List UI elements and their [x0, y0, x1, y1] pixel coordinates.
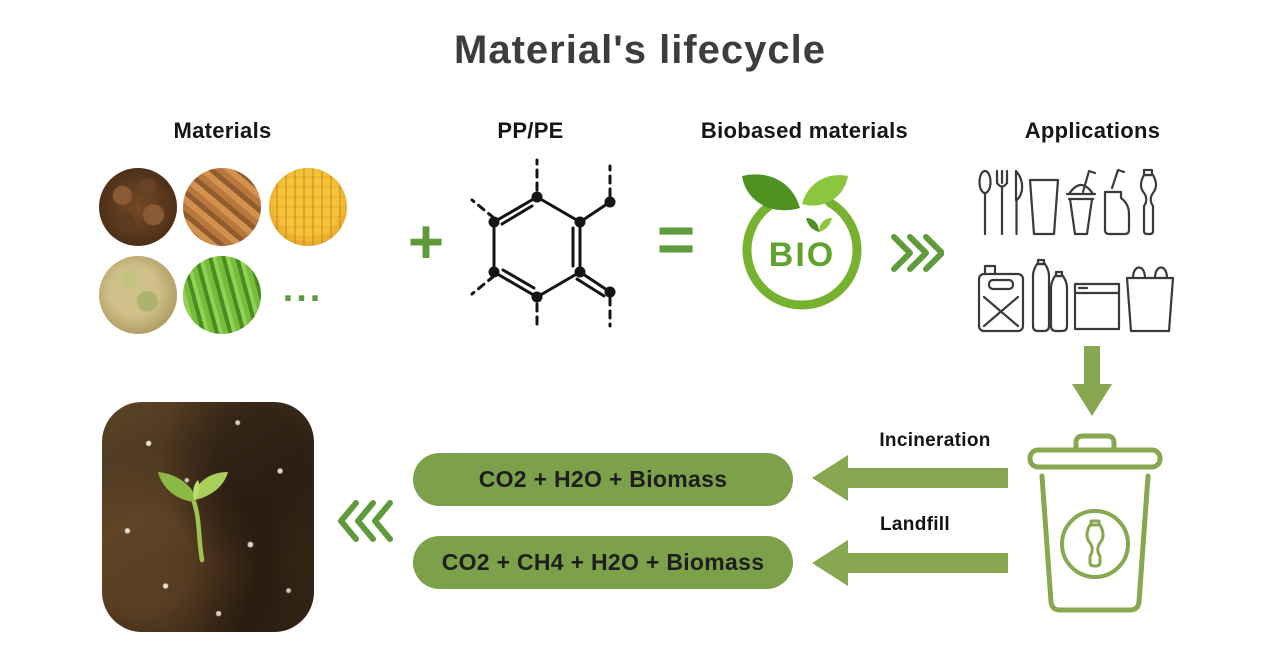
jerry-can-icon — [977, 264, 1025, 333]
bio-circle-stroke — [742, 197, 862, 310]
seedling-soil-photo — [102, 402, 314, 632]
bio-logo-text: BIO — [769, 236, 835, 274]
sprout-leaf-icon — [806, 218, 819, 232]
bio-logo-icon: BIO — [742, 174, 862, 310]
cocoa-beans-photo — [99, 168, 177, 246]
incineration-arrow-icon — [812, 455, 1008, 501]
juice-jug-icon — [1103, 168, 1131, 236]
fork-icon — [995, 169, 1009, 236]
takeaway-cup-icon — [1065, 169, 1097, 236]
sprout-leaf-icon — [819, 218, 832, 232]
applications-header: Applications — [1024, 118, 1161, 143]
bond-dashes — [470, 158, 612, 330]
cup-icon — [1028, 178, 1060, 236]
seedling-icon — [158, 472, 228, 563]
grass-photo — [183, 256, 261, 334]
plus-operator: + — [407, 208, 445, 277]
equals-operator: = — [656, 202, 696, 276]
bin-handle — [1073, 433, 1117, 453]
landfill-label: Landfill — [880, 514, 950, 535]
pouch-icon — [1073, 282, 1121, 331]
recycling-bin-icon — [1027, 433, 1163, 613]
water-bottle-icon — [1139, 168, 1158, 236]
incineration-label: Incineration — [879, 430, 991, 451]
corn-photo — [269, 168, 347, 246]
biobased-header: Biobased materials — [700, 118, 909, 143]
plastic-bag-icon — [1125, 266, 1175, 333]
knife-icon — [1014, 169, 1024, 236]
leaf-right-icon — [802, 175, 848, 206]
bin-body — [1039, 473, 1151, 613]
more-materials-ellipsis: ... — [282, 268, 324, 310]
bottles-icon — [1031, 258, 1069, 333]
incineration-output-pill: CO2 + H2O + Biomass — [413, 453, 793, 506]
spoon-icon — [978, 169, 992, 236]
seeds-in-hand-photo — [99, 256, 177, 334]
materials-header: Materials — [173, 118, 272, 143]
page-title: Material's lifecycle — [454, 28, 826, 72]
bin-lid — [1027, 447, 1163, 470]
landfill-arrow-icon — [812, 540, 1008, 586]
pp-pe-header: PP/PE — [497, 118, 564, 143]
bottle-in-circle-icon — [1085, 519, 1105, 568]
triple-chevron-left-icon — [338, 500, 393, 542]
wood-chips-photo — [183, 168, 261, 246]
polymer-molecule-icon — [470, 158, 616, 330]
applications-icons — [977, 168, 1175, 333]
benzene-ring — [492, 195, 582, 299]
block-arrow-down-icon — [1072, 346, 1112, 416]
bin-badge-circle — [1060, 509, 1130, 579]
leaf-left-icon — [742, 174, 800, 211]
triple-chevron-right-icon — [891, 234, 944, 272]
atom-dots — [488, 191, 616, 303]
landfill-output-pill: CO2 + CH4 + H2O + Biomass — [413, 536, 793, 589]
